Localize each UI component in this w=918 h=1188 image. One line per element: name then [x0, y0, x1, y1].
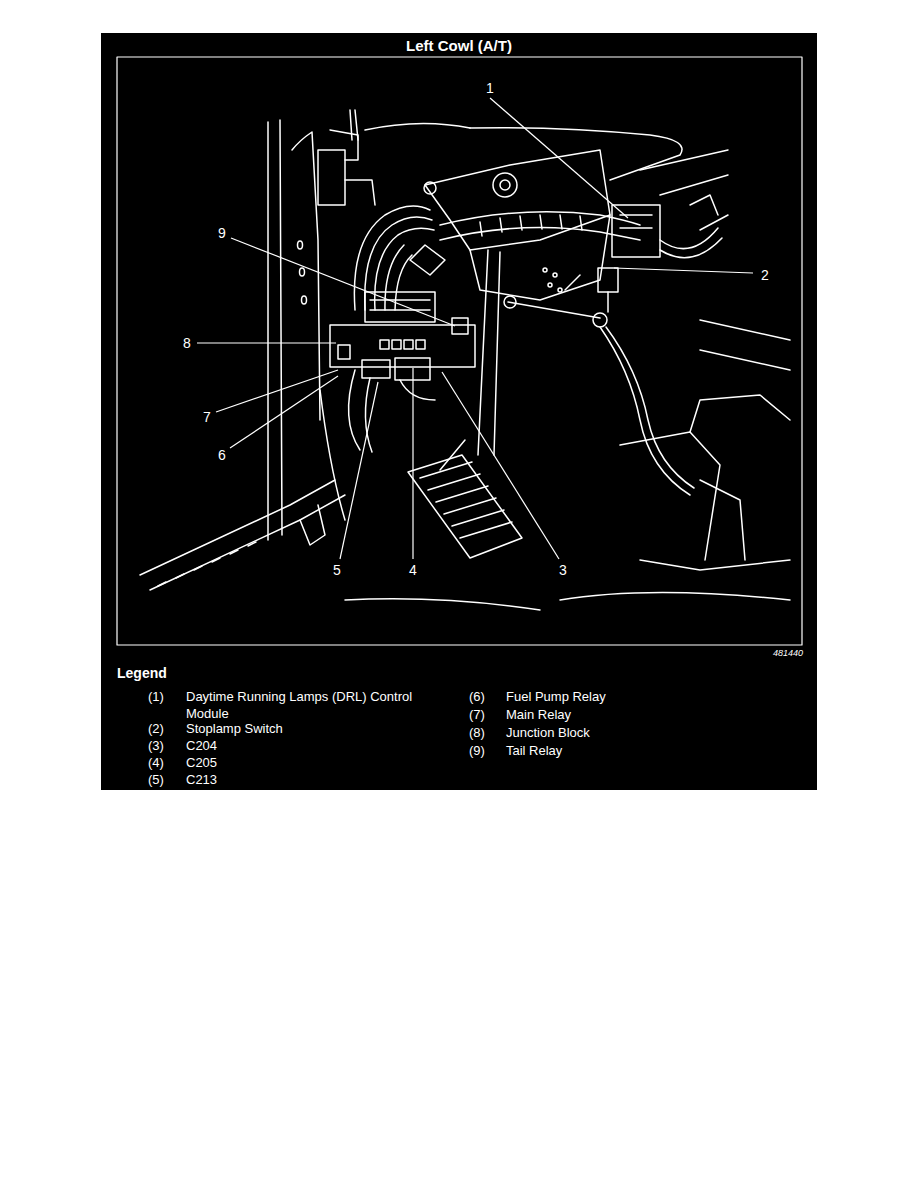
leader-line: [216, 370, 338, 412]
dash-outline: [365, 123, 790, 370]
leader-line: [230, 376, 338, 448]
legend-text: C204: [186, 738, 217, 755]
leader-line: [442, 372, 559, 559]
drl-module: [612, 195, 722, 258]
junction-block: [320, 292, 475, 520]
figure-number: 481440: [773, 648, 803, 660]
callout-number: 6: [218, 446, 226, 464]
brake-pedal: [408, 250, 522, 558]
callout-number: 2: [761, 266, 769, 284]
legend-text: Tail Relay: [506, 743, 562, 760]
callout-number: 4: [409, 561, 417, 579]
legend-text: Stoplamp Switch: [186, 721, 283, 738]
legend-text: C205: [186, 755, 217, 772]
legend-number: (6): [469, 689, 485, 706]
callout-number: 3: [559, 561, 567, 579]
callout-number: 7: [203, 408, 211, 426]
legend-heading: Legend: [117, 664, 167, 682]
figure-title: Left Cowl (A/T): [406, 36, 512, 56]
leader-line: [490, 98, 628, 218]
legend-number: (9): [469, 743, 485, 760]
legend-number: (5): [148, 772, 164, 789]
legend-number: (3): [148, 738, 164, 755]
legend-number: (4): [148, 755, 164, 772]
callout-number: 9: [218, 224, 226, 242]
callout-number: 8: [183, 334, 191, 352]
pillar: [140, 120, 345, 590]
wiring-harness: [354, 206, 640, 310]
stoplamp-switch: [598, 268, 618, 312]
frame: [117, 57, 802, 645]
leader-line: [412, 368, 413, 559]
console: [345, 395, 790, 610]
legend-text: Main Relay: [506, 707, 571, 724]
leader-line: [197, 342, 336, 343]
legend-number: (7): [469, 707, 485, 724]
leader-line: [340, 382, 378, 559]
callout-number: 1: [486, 79, 494, 97]
legend-text: Daytime Running Lamps (DRL) Control Modu…: [186, 689, 426, 723]
legend-number: (2): [148, 721, 164, 738]
pedal-bracket: [424, 150, 610, 300]
callout-number: 5: [333, 561, 341, 579]
legend-number: (8): [469, 725, 485, 742]
leader-line: [231, 238, 455, 326]
pushrod: [504, 296, 694, 495]
leader-line: [614, 268, 753, 273]
leader-lines: [197, 98, 753, 559]
hinge-bracket: [318, 110, 375, 205]
legend-text: Junction Block: [506, 725, 590, 742]
legend-text: Fuel Pump Relay: [506, 689, 606, 706]
legend-text: C213: [186, 772, 217, 789]
legend-number: (1): [148, 689, 164, 706]
